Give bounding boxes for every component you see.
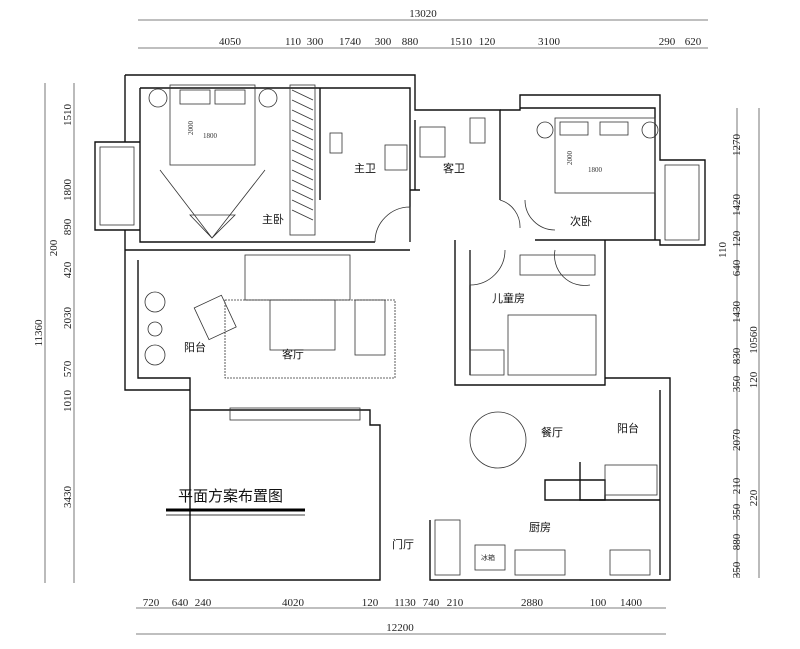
dim-label: 110 bbox=[717, 241, 729, 258]
room-living: 客厅 bbox=[282, 347, 304, 361]
top-dimensions: 13020 4050 110 300 1740 300 880 1510 120… bbox=[138, 8, 708, 49]
dim-label: 110 bbox=[285, 36, 302, 48]
dim-label: 300 bbox=[375, 36, 392, 48]
dim-label: 1400 bbox=[620, 597, 643, 609]
dim-label: 620 bbox=[685, 36, 702, 48]
dim-label: 350 bbox=[731, 561, 743, 578]
right-dimensions: 1270 1420 120 110 640 1430 830 350 120 2… bbox=[717, 108, 760, 578]
dim-label: 1510 bbox=[62, 104, 74, 127]
room-kids: 儿童房 bbox=[492, 291, 525, 305]
dim-label: 240 bbox=[195, 597, 212, 609]
dim-label: 220 bbox=[748, 489, 760, 506]
room-master-bedroom: 主卧 bbox=[262, 213, 284, 226]
plan-title: 平面方案布置图 bbox=[178, 487, 283, 505]
dim-label: 100 bbox=[590, 597, 607, 609]
dim-label: 120 bbox=[362, 597, 379, 609]
dim-left-total: 11360 bbox=[33, 319, 45, 347]
dim-label: 2880 bbox=[521, 597, 544, 609]
dim-bottom-total: 12200 bbox=[386, 622, 414, 634]
room-guest-bath: 客卫 bbox=[443, 161, 465, 175]
kids-bed bbox=[507, 314, 597, 376]
bed-length-label: 2000 bbox=[187, 121, 195, 136]
bed-width-label: 1800 bbox=[588, 166, 603, 174]
master-bed bbox=[169, 84, 256, 166]
dim-label: 2070 bbox=[731, 429, 743, 452]
dim-label: 720 bbox=[143, 597, 160, 609]
dim-label: 1800 bbox=[62, 179, 74, 202]
room-labels: 主卧 主卫 客卫 次卧 儿童房 阳台 客厅 餐厅 阳台 厨房 门厅 bbox=[184, 161, 639, 551]
room-dining: 餐厅 bbox=[541, 425, 563, 439]
coffee-table bbox=[269, 299, 336, 351]
dim-top-total: 13020 bbox=[409, 8, 437, 20]
dim-label: 210 bbox=[447, 597, 464, 609]
dim-label: 350 bbox=[731, 375, 743, 392]
dim-label: 1740 bbox=[339, 36, 362, 48]
dim-label: 3100 bbox=[538, 36, 561, 48]
dim-label: 420 bbox=[62, 261, 74, 278]
bed-length-label: 2000 bbox=[566, 151, 574, 166]
dim-label: 2030 bbox=[62, 307, 74, 330]
dim-label: 1420 bbox=[731, 194, 743, 217]
room-master-bath: 主卫 bbox=[354, 162, 376, 175]
dim-label: 880 bbox=[402, 36, 419, 48]
walls bbox=[94, 74, 706, 581]
dim-label: 830 bbox=[731, 347, 743, 364]
room-second-bedroom: 次卧 bbox=[570, 214, 592, 228]
dim-label: 1130 bbox=[394, 597, 416, 609]
dim-label: 300 bbox=[307, 36, 324, 48]
dim-label: 3430 bbox=[62, 486, 74, 509]
dim-label: 350 bbox=[731, 503, 743, 520]
dim-label: 200 bbox=[48, 239, 60, 256]
dim-label: 890 bbox=[62, 218, 74, 235]
dim-label: 1010 bbox=[62, 390, 74, 413]
bottom-dimensions: 720 640 240 4020 120 1130 740 210 2880 1… bbox=[136, 597, 666, 635]
dim-label: 120 bbox=[479, 36, 496, 48]
dim-label: 1270 bbox=[731, 134, 743, 157]
dim-label: 1510 bbox=[450, 36, 473, 48]
room-foyer: 门厅 bbox=[392, 537, 414, 551]
dim-label: 740 bbox=[423, 597, 440, 609]
dining-table bbox=[469, 411, 527, 469]
dim-label: 640 bbox=[731, 259, 743, 276]
dim-label: 1430 bbox=[731, 301, 743, 324]
furniture: 2000 1800 2000 1800 冰箱 bbox=[144, 84, 659, 576]
room-balcony-left: 阳台 bbox=[184, 340, 206, 354]
wardrobe bbox=[289, 84, 316, 236]
room-balcony-right: 阳台 bbox=[617, 421, 639, 435]
dim-label: 120 bbox=[731, 230, 743, 247]
second-bed bbox=[554, 117, 656, 194]
fridge-label: 冰箱 bbox=[481, 553, 495, 562]
dim-label: 880 bbox=[731, 533, 743, 550]
dim-label: 570 bbox=[62, 360, 74, 377]
dim-label: 4050 bbox=[219, 36, 242, 48]
dim-label: 4020 bbox=[282, 597, 305, 609]
left-dimensions: 11360 1510 1800 890 200 420 2030 570 101… bbox=[33, 83, 75, 583]
dim-label: 210 bbox=[731, 477, 743, 494]
dim-label: 120 bbox=[748, 371, 760, 388]
dim-label: 290 bbox=[659, 36, 676, 48]
bed-width-label: 1800 bbox=[203, 132, 218, 140]
sofa bbox=[244, 254, 351, 301]
dim-label: 640 bbox=[172, 597, 189, 609]
dim-right-total: 10560 bbox=[748, 326, 760, 354]
room-kitchen: 厨房 bbox=[529, 521, 551, 534]
